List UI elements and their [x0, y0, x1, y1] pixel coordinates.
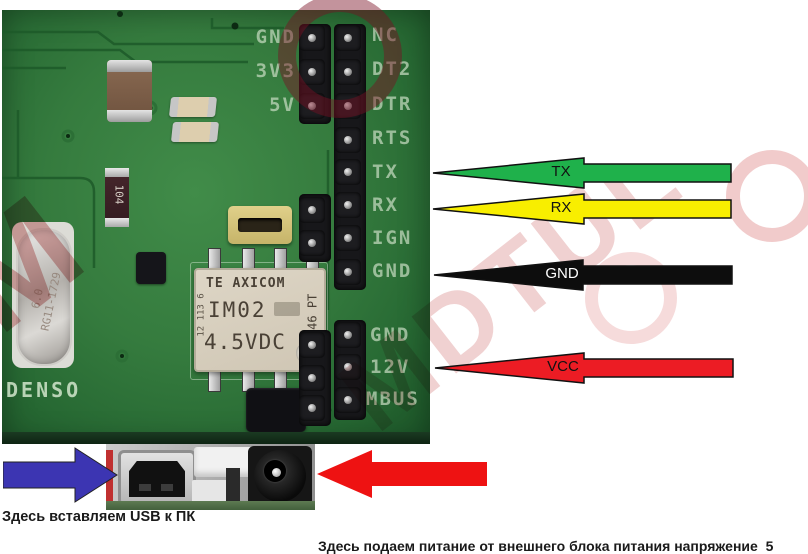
usb-b-opening: [129, 461, 185, 497]
header-pin: [335, 25, 361, 51]
header-pin: [335, 159, 361, 185]
header-pin: [335, 93, 361, 119]
rx-arrow-label: RX: [550, 199, 572, 216]
header-pin: [299, 197, 325, 223]
pin-label-gnd-mid: GND: [372, 260, 413, 282]
header-pin: [335, 259, 361, 285]
power-arrow: [317, 450, 487, 498]
pin-label-gnd-bot: GND: [370, 324, 411, 346]
header-pin: [335, 59, 361, 85]
dc-power-jack: [248, 446, 312, 506]
jumper-block: [228, 206, 292, 244]
tx-arrow: TX: [432, 155, 734, 191]
jack-center-pin: [272, 468, 281, 477]
crystal-oscillator: 6.0 RG11-1729: [16, 228, 72, 366]
relay-brand: TE AXICOM: [206, 276, 286, 291]
header-pin: [299, 332, 325, 358]
pin-label-12v: 12V: [370, 356, 411, 378]
tx-arrow-label: TX: [551, 163, 571, 180]
pin-label-dt2: DT2: [372, 58, 413, 80]
header-pin: [299, 365, 325, 391]
header-pin: [335, 387, 361, 413]
header-pin: [299, 230, 325, 256]
relay-side-code: 12 113 6: [196, 293, 207, 337]
relay-cert-marks: [274, 302, 300, 316]
header-pin: [335, 225, 361, 251]
power-caption-line1: Здесь подаем питание от внешнего блока п…: [318, 538, 774, 554]
header-pin: [299, 395, 325, 421]
header-pin: [335, 192, 361, 218]
smd-resistor: 104: [105, 168, 129, 227]
connector-photo: [106, 444, 315, 510]
gnd-arrow: GND: [433, 257, 735, 293]
vcc-arrow-label: VCC: [547, 358, 579, 375]
header-pin: [299, 59, 325, 85]
relay-im02: TE AXICOM IM02 4.5VDC 1746 PT 12 113 6: [194, 268, 326, 372]
smd-led-2: [170, 122, 220, 142]
crystal-marking: 6.0 RG11-1729: [28, 271, 64, 333]
pcb-edge-green: [106, 501, 315, 510]
watermark-ring-right: [726, 150, 808, 242]
pin-label-ign: IGN: [372, 227, 413, 249]
pin-label-3v3: 3V3: [255, 60, 296, 82]
bottom-ic: [246, 388, 306, 432]
usb-cable-plug: [194, 447, 256, 477]
pin-label-5v: 5V: [269, 94, 296, 116]
header-pin: [335, 127, 361, 153]
header-pin: [335, 354, 361, 380]
pin-label-gnd-top: GND: [255, 26, 296, 48]
power-caption: Здесь подаем питание от внешнего блока п…: [318, 504, 804, 554]
pcb-traces: [2, 11, 332, 432]
resistor-marking: 104: [112, 184, 126, 205]
denso-silkscreen: DENSO: [6, 378, 82, 402]
header-pin: [299, 25, 325, 51]
pcb-bottom-edge: [2, 432, 430, 444]
pin-label-rts: RTS: [372, 127, 413, 149]
pin-label-nc: NC: [372, 24, 399, 46]
header-pin: [299, 93, 325, 119]
pin-label-tx: TX: [372, 161, 399, 183]
gnd-arrow-label: GND: [545, 265, 579, 282]
usb-b-port: [118, 450, 196, 506]
pcb-photo: 104 6.0 RG11-1729 DENSO TE AXICOM IM02 4…: [2, 10, 430, 444]
smd-transistor: [136, 252, 166, 284]
relay-model: IM02: [208, 298, 267, 322]
rx-arrow: RX: [432, 191, 734, 227]
relay-silk-outline: [190, 262, 328, 380]
usb-arrow: [3, 447, 118, 503]
pin-label-rx: RX: [372, 194, 399, 216]
pin-label-dtr: DTR: [372, 93, 413, 115]
header-pin: [335, 322, 361, 348]
relay-voltage: 4.5VDC: [204, 330, 286, 354]
usb-caption: Здесь вставляем USB к ПК: [2, 509, 196, 525]
pin-label-mbus: MBUS: [366, 388, 420, 410]
smd-led-1: [168, 97, 218, 117]
component-shadow: [226, 468, 240, 506]
vcc-arrow: VCC: [434, 350, 736, 386]
smd-capacitor: [107, 60, 152, 122]
